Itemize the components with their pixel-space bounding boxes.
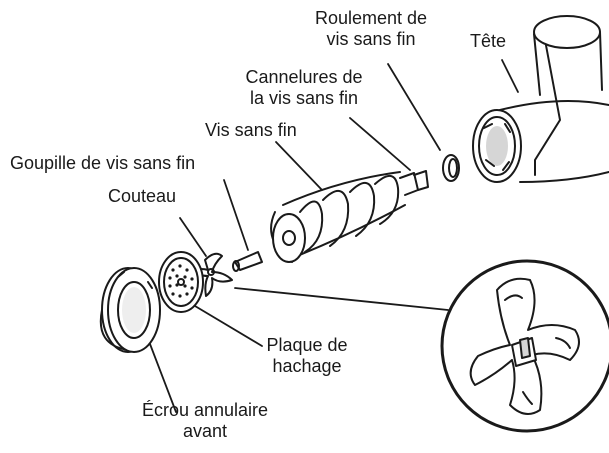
head-part — [472, 15, 609, 183]
label-plaque-line2: hachage — [272, 356, 342, 376]
label-cannelures-line2: la vis sans fin — [249, 88, 359, 108]
label-plaque: Plaque de hachage — [252, 335, 362, 377]
knife-closeup — [440, 259, 609, 433]
label-roulement-line1: Roulement de — [314, 8, 428, 28]
label-ecrou: Écrou annulaire avant — [130, 400, 280, 442]
label-goupille: Goupille de vis sans fin — [10, 153, 196, 173]
label-ecrou-line2: avant — [182, 421, 228, 441]
label-cannelures: Cannelures de la vis sans fin — [224, 67, 384, 109]
label-ecrou-line1: Écrou annulaire — [141, 400, 269, 420]
label-roulement: Roulement de vis sans fin — [291, 8, 451, 50]
label-vis: Vis sans fin — [205, 120, 297, 140]
auger-part — [270, 170, 429, 263]
label-tete: Tête — [470, 31, 507, 51]
pin-part — [232, 251, 263, 272]
label-couteau: Couteau — [108, 186, 177, 206]
ring-nut-part — [99, 267, 161, 353]
label-cannelures-line1: Cannelures de — [245, 67, 363, 87]
label-roulement-line2: vis sans fin — [326, 29, 416, 49]
leader-lines — [149, 59, 519, 413]
bearing-part — [442, 154, 460, 182]
plate-part — [158, 251, 204, 313]
label-plaque-line1: Plaque de — [266, 335, 348, 355]
